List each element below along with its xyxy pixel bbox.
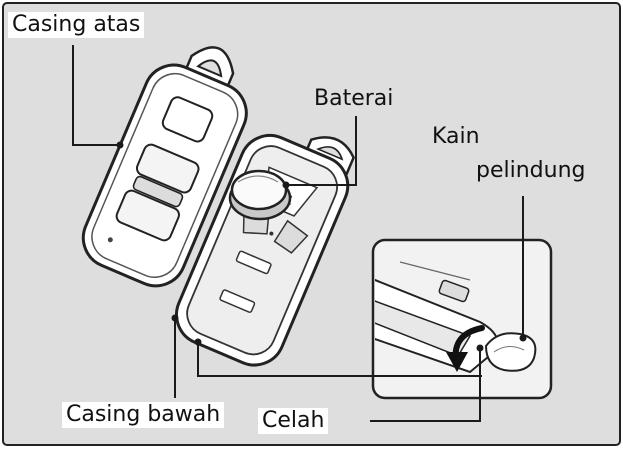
leader-casing-atas <box>72 45 120 146</box>
leader-casing-bawah-2 <box>197 342 482 377</box>
lower-casing: 1 <box>175 134 355 367</box>
label-casing-atas: Casing atas <box>8 12 145 38</box>
label-kain-line2: pelindung <box>476 158 586 183</box>
label-baterai: Baterai <box>314 86 394 111</box>
detail-inset <box>371 238 553 400</box>
label-kain-line1: Kain <box>432 124 480 149</box>
upper-casing <box>81 46 248 288</box>
leader-baterai <box>286 116 357 186</box>
label-celah: Celah <box>258 408 329 434</box>
battery <box>228 169 292 221</box>
label-casing-bawah: Casing bawah <box>62 402 225 428</box>
leader-lines <box>72 45 527 422</box>
leader-celah <box>370 348 481 422</box>
